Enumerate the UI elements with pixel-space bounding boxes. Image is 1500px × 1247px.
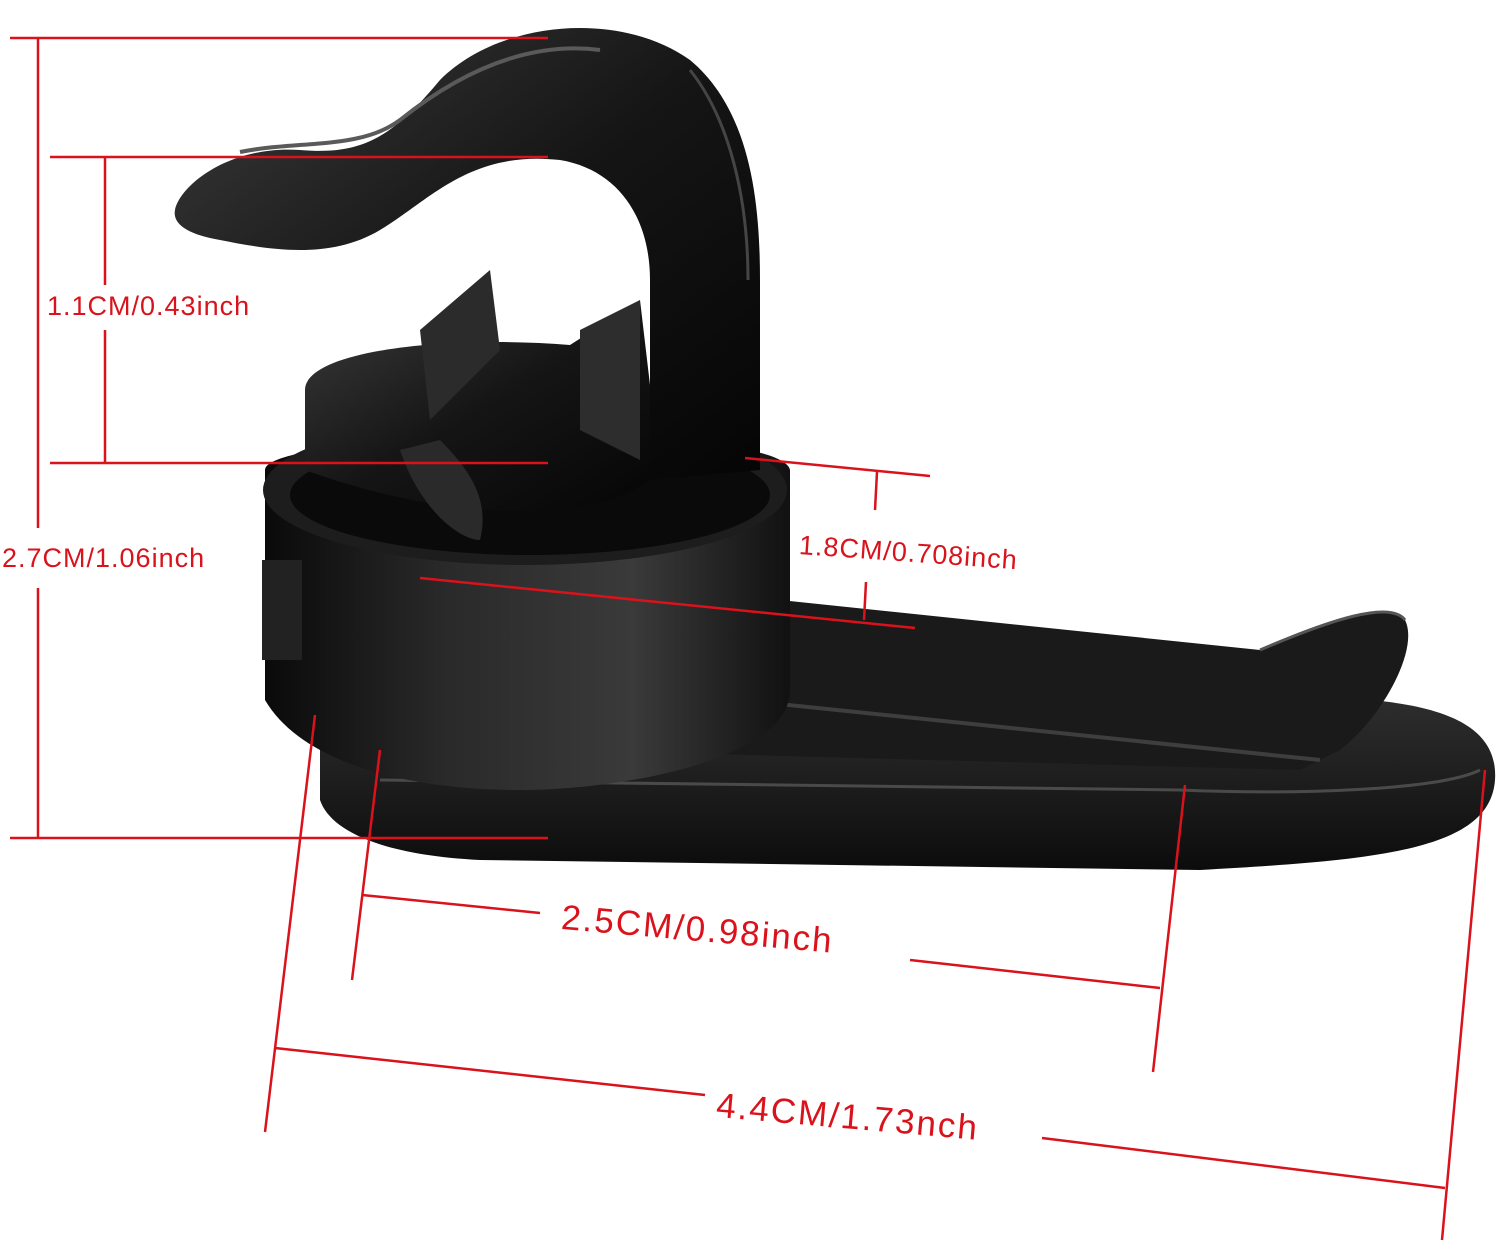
hook-gap-label: 1.1CM/0.43inch xyxy=(47,291,251,321)
knob xyxy=(305,270,660,540)
hook xyxy=(174,27,760,481)
total-height-label: 2.7CM/1.06inch xyxy=(2,543,206,573)
dimension-lines xyxy=(10,36,1487,1241)
